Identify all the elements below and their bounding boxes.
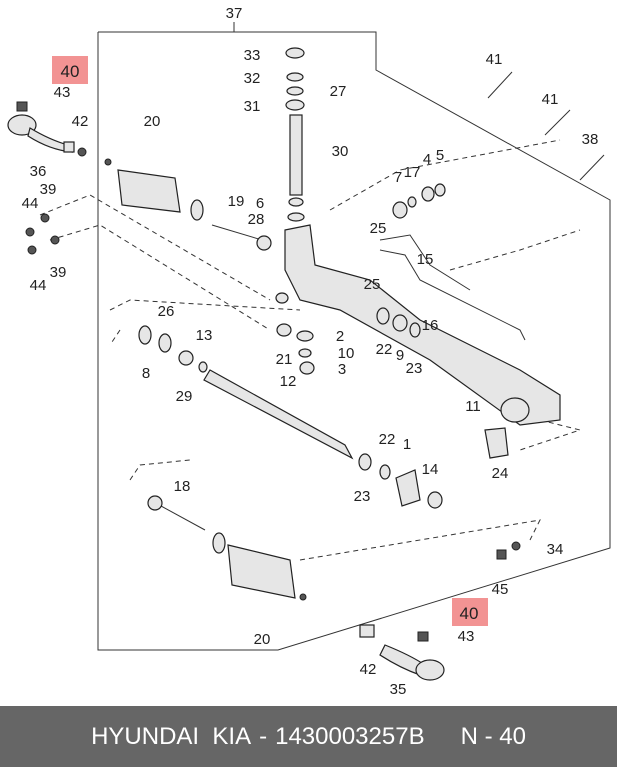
label-33: 33 <box>244 47 261 64</box>
label-20: 20 <box>144 113 161 130</box>
label-25: 25 <box>370 220 387 237</box>
label-19: 19 <box>228 193 245 210</box>
label-15: 15 <box>417 251 434 268</box>
label-8: 8 <box>142 365 150 382</box>
part-number: 1430003257B <box>275 722 425 750</box>
label-9: 9 <box>396 347 404 364</box>
label-32: 32 <box>244 70 261 87</box>
highlight-box-top <box>52 56 88 84</box>
label-23: 23 <box>354 488 371 505</box>
label-23: 23 <box>406 360 423 377</box>
label-45: 45 <box>492 581 509 598</box>
parts-diagram: 37 33 32 27 31 30 20 42 43 40 36 39 44 3… <box>7 5 611 698</box>
label-7: 7 <box>394 169 402 186</box>
tie-rod-end-right <box>25 213 521 681</box>
label-31: 31 <box>244 98 261 115</box>
label-35: 35 <box>390 681 407 698</box>
label-25: 25 <box>364 276 381 293</box>
assembly-frame <box>97 31 611 651</box>
bolts <box>487 71 605 181</box>
tie-rod-right <box>147 495 307 601</box>
label-43: 43 <box>458 628 475 645</box>
part-info-bar: HYUNDAI KIA - 1430003257B N - 40 <box>0 706 617 767</box>
label-29: 29 <box>176 388 193 405</box>
label-5: 5 <box>436 147 444 164</box>
label-28: 28 <box>248 211 265 228</box>
label-40: 40 <box>460 604 479 623</box>
label-22: 22 <box>379 431 396 448</box>
label-42: 42 <box>360 661 377 678</box>
highlight-box-bottom <box>452 598 488 626</box>
label-41: 41 <box>486 51 503 68</box>
label-4: 4 <box>423 151 431 168</box>
label-17: 17 <box>404 164 421 181</box>
small-parts <box>275 183 509 509</box>
reference-number: N - 40 <box>460 722 526 750</box>
label-39: 39 <box>40 181 57 198</box>
tie-rod-left <box>211 224 272 251</box>
boot-left <box>104 158 204 221</box>
separator: - <box>259 722 268 750</box>
label-3: 3 <box>338 361 346 378</box>
label-22: 22 <box>376 341 393 358</box>
label-1: 1 <box>403 436 411 453</box>
label-21: 21 <box>276 351 293 368</box>
label-38: 38 <box>582 131 599 148</box>
label-18: 18 <box>174 478 191 495</box>
label-16: 16 <box>422 317 439 334</box>
label-6: 6 <box>256 195 264 212</box>
label-26: 26 <box>158 303 175 320</box>
label-44: 44 <box>30 277 47 294</box>
label-34: 34 <box>547 541 564 558</box>
label-43: 43 <box>54 84 71 101</box>
tie-rod-end-left <box>7 101 87 157</box>
label-12: 12 <box>280 373 297 390</box>
rack-housing <box>284 224 561 426</box>
label-2: 2 <box>336 328 344 345</box>
label-44: 44 <box>22 195 39 212</box>
label-41: 41 <box>542 91 559 108</box>
label-39: 39 <box>50 264 67 281</box>
rack-bar <box>138 325 354 460</box>
label-40: 40 <box>61 62 80 81</box>
label-24: 24 <box>492 465 509 482</box>
label-13: 13 <box>196 327 213 344</box>
label-30: 30 <box>332 143 349 160</box>
fluid-lines <box>379 234 526 341</box>
label-37: 37 <box>226 5 243 22</box>
pinion-stack <box>285 47 305 222</box>
label-10: 10 <box>338 345 355 362</box>
label-27: 27 <box>330 83 347 100</box>
label-36: 36 <box>30 163 47 180</box>
label-14: 14 <box>422 461 439 478</box>
label-11: 11 <box>465 398 481 415</box>
label-20: 20 <box>254 631 271 648</box>
label-42: 42 <box>72 113 89 130</box>
brand-label: HYUNDAI KIA <box>91 722 252 750</box>
